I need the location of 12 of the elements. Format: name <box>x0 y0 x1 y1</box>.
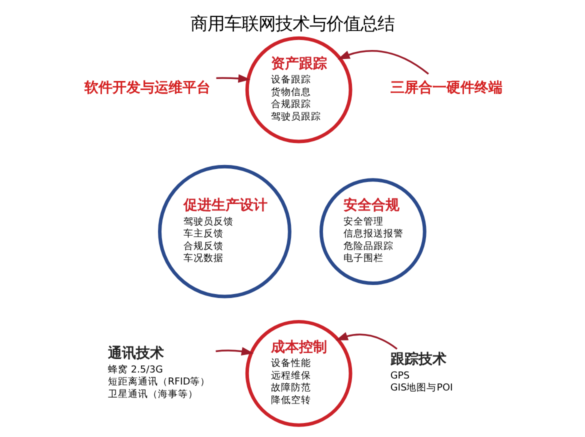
arrow <box>338 50 429 75</box>
node-text: 跟踪技术 GPS GIS地图与POI <box>390 352 453 394</box>
node-circle: 安全合规 安全管理 信息报送报警 危险品跟踪 电子围栏 <box>320 178 426 286</box>
arrow <box>336 332 398 350</box>
node-circle: 促进生产设计 驾驶员反馈 车主反馈 合规反馈 车况数据 <box>158 164 292 298</box>
node-text: 软件开发与运维平台 <box>84 80 210 96</box>
node-circle: 成本控制 设备性能 远程维保 故障防范 降低空转 <box>245 320 352 427</box>
arrow <box>216 347 254 356</box>
diagram-title: 商用车联网技术与价值总结 <box>190 14 394 34</box>
arrow <box>216 74 250 83</box>
node-text: 通讯技术 蜂窝 2.5/3G 短距离通讯（RFID等） 卫星通讯（海事等） <box>108 346 210 400</box>
node-text: 三屏合一硬件终端 <box>390 80 502 96</box>
